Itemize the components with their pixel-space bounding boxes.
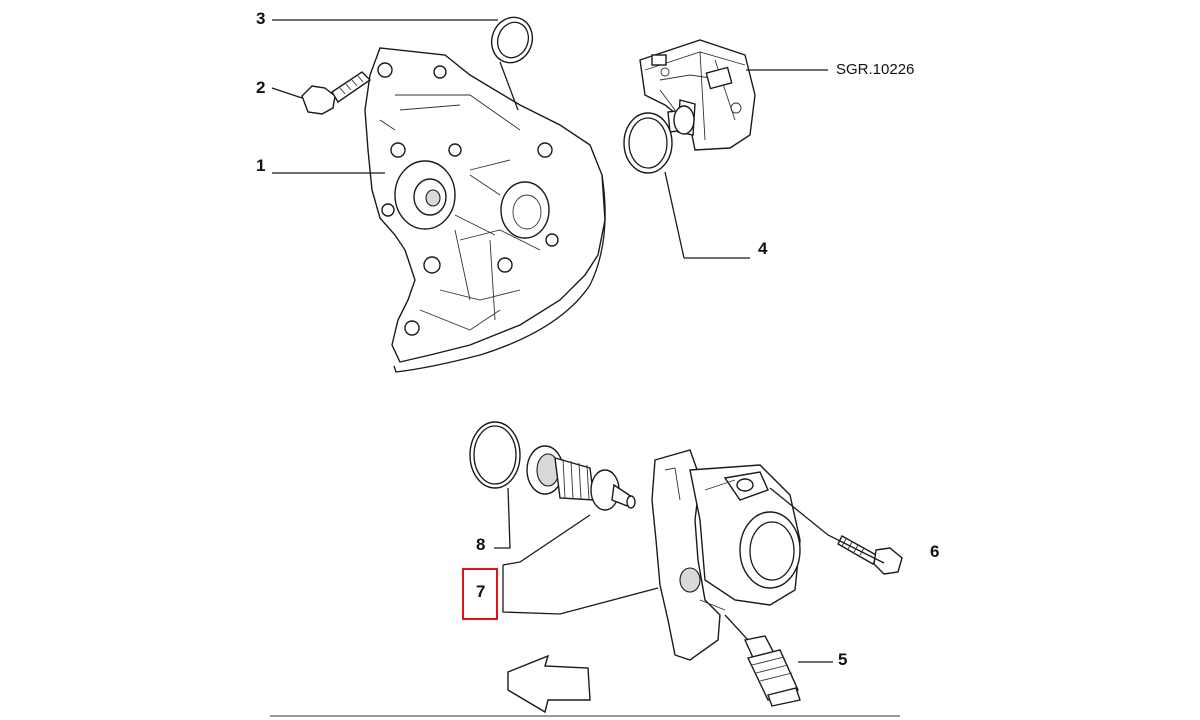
high-pressure-pump: [639, 39, 756, 151]
direction-arrow: [507, 654, 591, 714]
cover-housing-part: [364, 47, 606, 373]
pump-reference-label: SGR.10226: [836, 61, 915, 78]
callout-1: 1: [256, 156, 266, 175]
leader-lines: [271, 19, 885, 663]
callout-4: 4: [758, 239, 768, 258]
gasket-part-4: [623, 112, 673, 174]
temperature-sensor-part-5: [724, 614, 801, 707]
thermostat-part-7: [526, 445, 636, 511]
thermostat-housing: [651, 449, 801, 661]
callout-8: 8: [476, 535, 486, 554]
o-ring-part-8: [469, 421, 521, 489]
callout-7: 7: [476, 582, 486, 601]
o-ring-part-3: [490, 16, 534, 64]
callout-5: 5: [838, 650, 848, 669]
callout-3: 3: [256, 9, 266, 28]
callout-7-highlight-box: [462, 568, 498, 620]
callout-6: 6: [930, 542, 940, 561]
bolt-part-6: [837, 535, 903, 575]
bolt-part-2: [301, 71, 372, 115]
callout-2: 2: [256, 78, 266, 97]
